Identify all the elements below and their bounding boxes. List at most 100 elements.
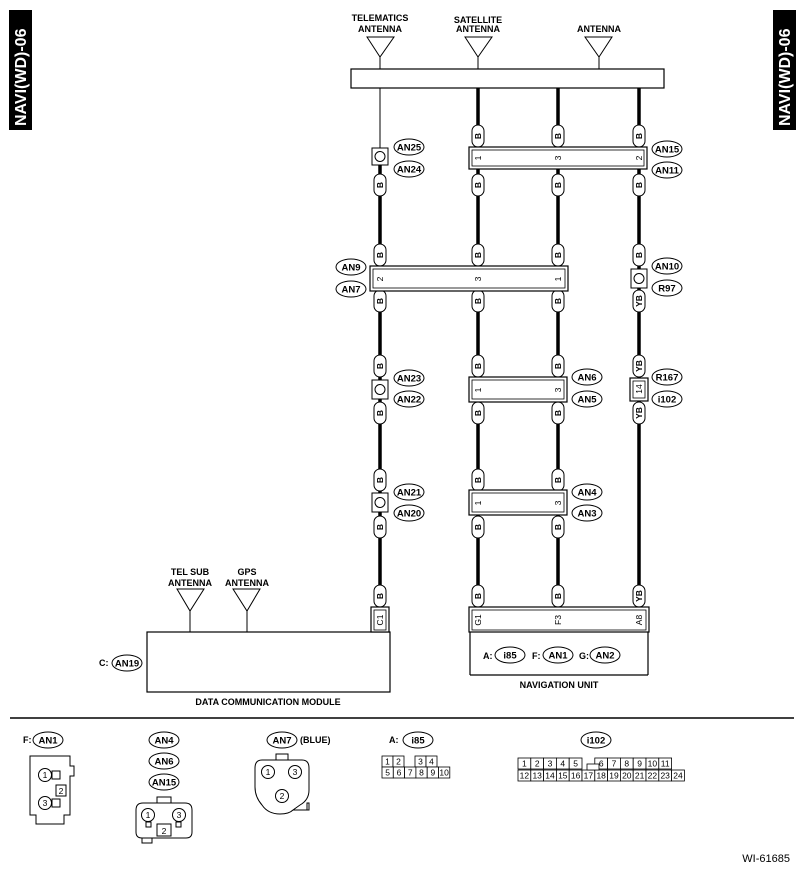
grid-pin-label: 6	[599, 759, 604, 769]
grid-pin-label: 17	[584, 771, 594, 781]
wire-color-label: B	[373, 354, 387, 378]
connector-label-text: AN25	[397, 143, 422, 154]
wire-color-label: B	[632, 124, 646, 148]
connector-r167-i102: 14	[629, 377, 649, 402]
pin-label: 2	[375, 276, 385, 281]
wire-color-text: YB	[634, 360, 644, 372]
connector-label-i85: i85	[494, 646, 526, 664]
pin-label: C1	[375, 614, 385, 625]
connector-label-text: AN6	[577, 373, 596, 384]
an4-connector-face	[135, 796, 193, 844]
wire-color-label: B	[373, 243, 387, 267]
connector-label-an20: AN20	[393, 504, 425, 522]
pin-label: 2	[162, 826, 167, 836]
connector-label-text: i102	[587, 736, 606, 747]
wire-color-text: B	[375, 477, 385, 483]
wire-color-label: B	[471, 468, 485, 492]
connector-an10-r97	[630, 268, 648, 289]
connector-label-an24: AN24	[393, 160, 425, 178]
connector-label-text: i102	[658, 395, 677, 406]
an7-connector-face	[254, 753, 310, 815]
connector-label-text: AN1	[38, 736, 58, 747]
wire-color-text: B	[375, 593, 385, 599]
connector-label-r97: R97	[651, 279, 683, 297]
connector-label-an4: AN4	[148, 731, 180, 749]
grid-pin-label: 9	[637, 759, 642, 769]
grid-pin-label: 8	[419, 768, 424, 778]
connector-label-an6: AN6	[148, 752, 180, 770]
connector-label-an9: AN9	[335, 258, 367, 276]
connector-label-text: AN10	[655, 262, 679, 273]
connector-label-r167: R167	[651, 368, 683, 386]
connector-label-an11: AN11	[651, 161, 683, 179]
wire-color-text: B	[634, 133, 644, 139]
antenna-label: ANTENNA	[577, 24, 621, 34]
svg-text:NAVI(WD)-06: NAVI(WD)-06	[13, 28, 30, 126]
connector-an25-an24	[371, 147, 389, 166]
connector-label-text: AN7	[272, 736, 291, 747]
connector-label-an15: AN15	[651, 140, 683, 158]
wire-color-label: B	[373, 515, 387, 539]
wire-color-label: B	[551, 243, 565, 267]
wire-color-label: B	[373, 584, 387, 608]
navigation-unit-connector	[468, 606, 650, 633]
wire-color-text: B	[473, 477, 483, 483]
telematics-antenna-label-1: TELEMATICS	[352, 13, 409, 23]
connector-label-an10: AN10	[651, 257, 683, 275]
grid-pin-label: 13	[532, 771, 542, 781]
wire-color-label: B	[471, 354, 485, 378]
gps-antenna-label-2: ANTENNA	[225, 578, 269, 588]
connector-label-an19: AN19	[111, 654, 143, 672]
wire-color-label: B	[551, 354, 565, 378]
wire-color-text: B	[473, 593, 483, 599]
wire-color-text: B	[553, 182, 563, 188]
wire-color-label: B	[471, 289, 485, 313]
legend-blue-note: (BLUE)	[300, 735, 331, 745]
wire-color-label: B	[471, 515, 485, 539]
grid-pin-label: 2	[535, 759, 540, 769]
grid-pin-label: 15	[558, 771, 568, 781]
grid-pin-label: 7	[408, 768, 413, 778]
connector-label-an22: AN22	[393, 390, 425, 408]
connector-label-an1: AN1	[542, 646, 574, 664]
nav-prefix-g: G:	[579, 651, 589, 661]
connector-label-text: AN5	[577, 395, 597, 406]
navigation-unit-label: NAVIGATION UNIT	[520, 680, 599, 690]
connector-label-text: R97	[658, 284, 675, 295]
wire-color-label: YB	[632, 289, 646, 313]
data-communication-module	[146, 631, 391, 693]
connector-label-an6: AN6	[571, 368, 603, 386]
wire-color-text: B	[553, 252, 563, 258]
connector-label-text: AN19	[115, 659, 139, 670]
wire-color-label: B	[551, 173, 565, 197]
wire-color-text: B	[473, 410, 483, 416]
connector-label-i85: i85	[402, 731, 434, 749]
pin-label: 3	[553, 387, 563, 392]
connector-label-an2: AN2	[589, 646, 621, 664]
grid-pin-label: 9	[430, 768, 435, 778]
connector-labels: AN25AN24AN15AN11AN9AN7AN10R97AN23AN22AN6…	[32, 138, 683, 791]
wire-color-label: B	[551, 468, 565, 492]
connector-label-an5: AN5	[571, 390, 603, 408]
pin-label: 3	[43, 798, 48, 808]
pin-label: 1	[473, 155, 483, 160]
wire-color-text: B	[375, 524, 385, 530]
pin-label: 3	[553, 500, 563, 505]
connector-label-text: AN11	[655, 166, 679, 177]
connector-label-text: AN4	[154, 736, 174, 747]
pin-label: 2	[634, 155, 644, 160]
dcm-connector-prefix: C:	[99, 658, 109, 668]
wire-color-label: B	[471, 124, 485, 148]
grid-pin-label: 5	[573, 759, 578, 769]
grid-pin-label: 24	[673, 771, 683, 781]
connector-label-text: AN3	[577, 509, 596, 520]
wire-color-label: B	[373, 173, 387, 197]
nav-prefix-f: F:	[532, 651, 541, 661]
legend-a-prefix: A:	[389, 735, 399, 745]
wire-color-label: YB	[632, 584, 646, 608]
grid-pin-label: 1	[522, 759, 527, 769]
connector-label-text: AN24	[397, 165, 422, 176]
pin-label: 1	[553, 276, 563, 281]
